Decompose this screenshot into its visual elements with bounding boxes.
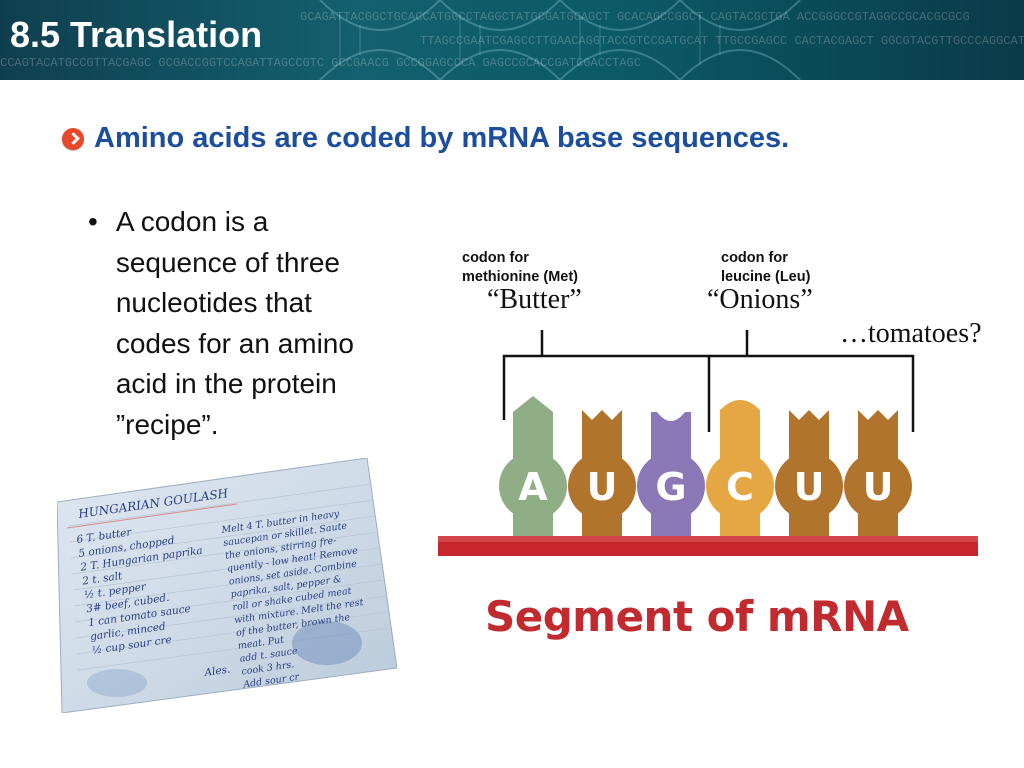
- butter-label: “Butter”: [487, 284, 582, 315]
- bullet-line: ”recipe”.: [115, 408, 219, 440]
- title-bar: GCAGATTACGGCTGCACCATGGCCTAGGCTATGCGATGCA…: [0, 0, 1024, 80]
- recipe-ingredient: 2 t. salt: [81, 570, 124, 588]
- sequence-text: CCAGTACATGCCGTTACGAGC GCGACCGGTCCAGATTAG…: [0, 56, 641, 70]
- onions-label: “Onions”: [707, 284, 813, 315]
- base-circle: [706, 452, 774, 520]
- arrow-bullet-icon: [62, 127, 84, 150]
- bracket-met: [502, 354, 711, 432]
- base-g-3: G: [637, 412, 705, 536]
- slide-title: 8.5 Translation: [10, 14, 263, 55]
- sequence-text: GCAGATTACGGCTGCACCATGGCCTAGGCTATGCGATGCA…: [300, 10, 970, 24]
- codon-leu-label: codon for leucine (Leu): [721, 249, 810, 287]
- base-u-6: U: [844, 410, 912, 536]
- base-u-5: U: [775, 410, 843, 536]
- bracket-leu: [709, 354, 915, 432]
- bullet-line: sequence of three: [115, 246, 340, 278]
- base-circle: [499, 452, 567, 520]
- base-letter: A: [518, 465, 548, 509]
- base-letter: C: [726, 465, 754, 509]
- base-circle: [568, 452, 636, 520]
- base-letter: U: [863, 465, 894, 509]
- codon-met-label: codon for methionine (Met): [462, 249, 578, 287]
- mrna-backbone-highlight: [438, 536, 978, 542]
- codon-brackets: [502, 330, 915, 432]
- base-letter: U: [794, 465, 825, 509]
- bullet-line: codes for an amino: [115, 327, 354, 359]
- bullet-point: • A codon is a sequence of three nucleot…: [88, 202, 428, 445]
- codon-label-line: methionine (Met): [462, 269, 578, 285]
- bullet-line: A codon is a: [115, 206, 269, 237]
- segment-of-mrna-label: Segment of mRNA: [485, 592, 909, 641]
- codon-label-line: leucine (Leu): [721, 269, 811, 285]
- heading-text: Amino acids are coded by mRNA base seque…: [94, 122, 790, 154]
- base-letter: G: [655, 465, 686, 509]
- base-u-2: U: [568, 410, 636, 536]
- codon-label-line: codon for: [721, 250, 788, 266]
- bullet-text: A codon is a sequence of three nucleotid…: [116, 202, 354, 445]
- base-circle: [637, 452, 705, 520]
- bullet-line: acid in the protein: [115, 368, 337, 399]
- base-circle: [775, 452, 843, 520]
- tomatoes-label: …tomatoes?: [840, 318, 982, 349]
- section-heading: Amino acids are coded by mRNA base seque…: [62, 122, 789, 155]
- base-letter: U: [587, 465, 618, 509]
- bullet-line: nucleotides that: [115, 287, 312, 318]
- base-c-4: C: [706, 400, 774, 536]
- recipe-card-image: HUNGARIAN GOULASH 6 T. butter 5 onions, …: [57, 458, 397, 713]
- codon-label-line: codon for: [462, 250, 529, 266]
- dna-background-graphic: [319, 0, 801, 80]
- base-a-1: A: [499, 396, 567, 536]
- recipe-signature: Ales.: [203, 663, 231, 679]
- sequence-text: TTAGCCGAATCGAGCCTTGAACAGGTACCGTCCGATGCAT…: [420, 34, 1024, 48]
- bullet-dot-icon: •: [88, 206, 98, 237]
- base-circle: [844, 452, 912, 520]
